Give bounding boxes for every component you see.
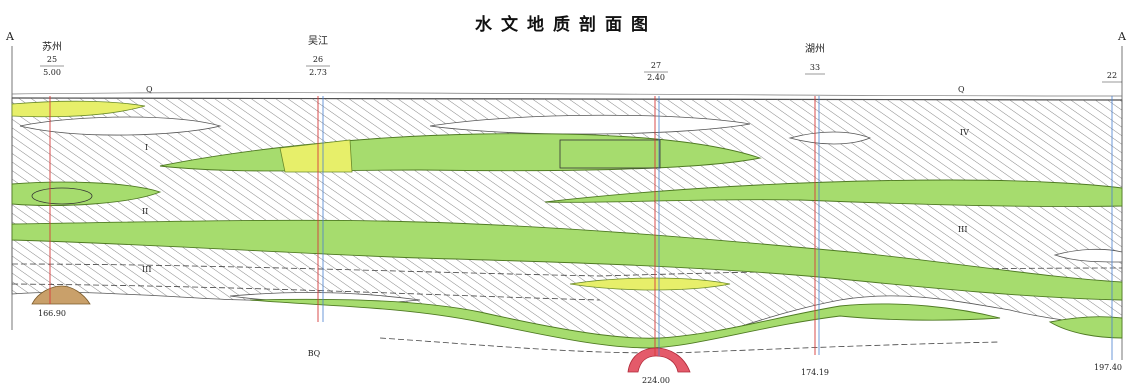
aquifer-ii-right-lens: [544, 179, 1123, 207]
ground-surface-upper: [11, 92, 1123, 97]
svg-text:33: 33: [810, 63, 820, 72]
well-header-2: 吴江 26 2.73: [306, 35, 330, 77]
sand-lens-3: [788, 131, 872, 145]
well-depth-3: 224.00: [642, 376, 670, 385]
well-depth-2: BQ: [308, 349, 321, 358]
layer-label-iii: III: [142, 265, 151, 274]
bedrock-center: [627, 347, 691, 373]
well-depth-4: 174.19: [801, 368, 829, 377]
sand-lens-6: [1053, 248, 1123, 263]
well-header-4: 湖州 33: [805, 43, 825, 75]
layer-label-i: I: [145, 143, 148, 152]
aquifer-iv-band: [249, 298, 1001, 349]
well-depth-5: 197.40: [1094, 363, 1122, 372]
svg-text:2.73: 2.73: [309, 68, 327, 77]
basal-boundary-3: [379, 337, 1001, 354]
layer-label-ii: II: [142, 207, 148, 216]
svg-text:湖州: 湖州: [805, 43, 825, 55]
aquifer-iii-band: [11, 219, 1123, 301]
aquifer-iii-small-lens: [569, 277, 731, 291]
aquifer-iv-right-lens: [1048, 316, 1123, 339]
aquifer-i-yellow-lens: [279, 139, 353, 173]
bedrock-left: [31, 285, 91, 305]
svg-text:2.40: 2.40: [647, 73, 665, 82]
basal-boundary-2: [11, 283, 601, 301]
layer-label-q-right: Q: [958, 85, 965, 94]
layer-label-iii-right: III: [958, 225, 967, 234]
svg-text:5.00: 5.00: [43, 68, 61, 77]
section-title: 水文地质剖面图: [475, 14, 657, 35]
well-header-3: 27 2.40: [644, 61, 668, 82]
aquifer-lens-yellow-topleft: [11, 100, 146, 118]
aquifer-ii-left-core: [31, 187, 93, 205]
layer-label-q-left: Q: [146, 85, 153, 94]
svg-text:22: 22: [1107, 71, 1117, 80]
well-header-1: 苏州 25 5.00: [40, 40, 64, 77]
section-end-right: A: [1117, 30, 1127, 43]
aquifer-i-block: [559, 139, 661, 169]
svg-text:苏州: 苏州: [42, 40, 62, 53]
svg-text:27: 27: [651, 61, 661, 70]
svg-text:26: 26: [313, 55, 323, 64]
svg-text:25: 25: [47, 55, 57, 64]
svg-text:吴江: 吴江: [308, 35, 328, 47]
section-end-left: A: [5, 30, 15, 43]
well-header-5: 22: [1102, 71, 1122, 83]
layer-label-iv: IV: [960, 128, 969, 137]
well-depth-1: 166.90: [38, 309, 66, 318]
sand-lens-1: [19, 116, 222, 136]
